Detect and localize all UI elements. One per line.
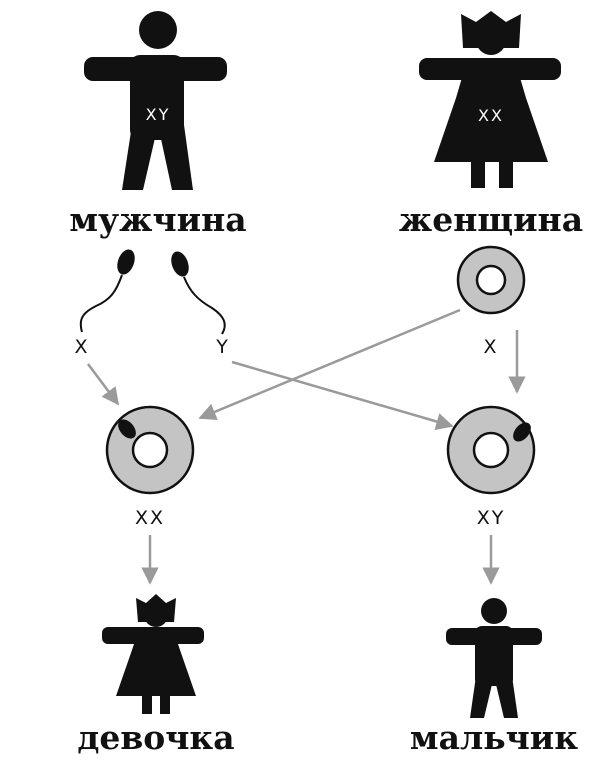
man-figure-icon	[84, 11, 227, 190]
zygote-right-chromosomes: XY	[477, 507, 506, 529]
man-label: мужчина	[69, 200, 246, 239]
man-chromosomes: XY	[146, 105, 171, 124]
zygote-left-chromosomes: XX	[135, 507, 165, 529]
egg-cell-icon	[456, 245, 526, 315]
woman-figure-icon	[419, 11, 561, 188]
arrow-sperm-y-to-right-zygote	[231, 360, 454, 431]
arrow-egg-to-left-zygote	[198, 308, 461, 421]
boy-figure-icon	[446, 598, 542, 718]
woman-chromosomes: XX	[478, 106, 504, 125]
woman-label: женщина	[399, 200, 583, 239]
girl-label: девочка	[77, 718, 234, 757]
sperm-y-icon	[171, 251, 226, 335]
boy-label: мальчик	[410, 718, 578, 757]
sperm-x-icon	[79, 249, 135, 333]
sperm-right-chromosome: Y	[215, 336, 230, 358]
egg-chromosome: X	[483, 336, 498, 358]
zygote-right-icon	[446, 405, 536, 495]
zygote-left-icon	[105, 405, 195, 495]
girl-figure-icon	[102, 594, 204, 714]
arrows	[87, 308, 526, 585]
sperm-left-chromosome: X	[74, 336, 89, 358]
arrow-sperm-x-to-left-zygote	[87, 363, 120, 406]
